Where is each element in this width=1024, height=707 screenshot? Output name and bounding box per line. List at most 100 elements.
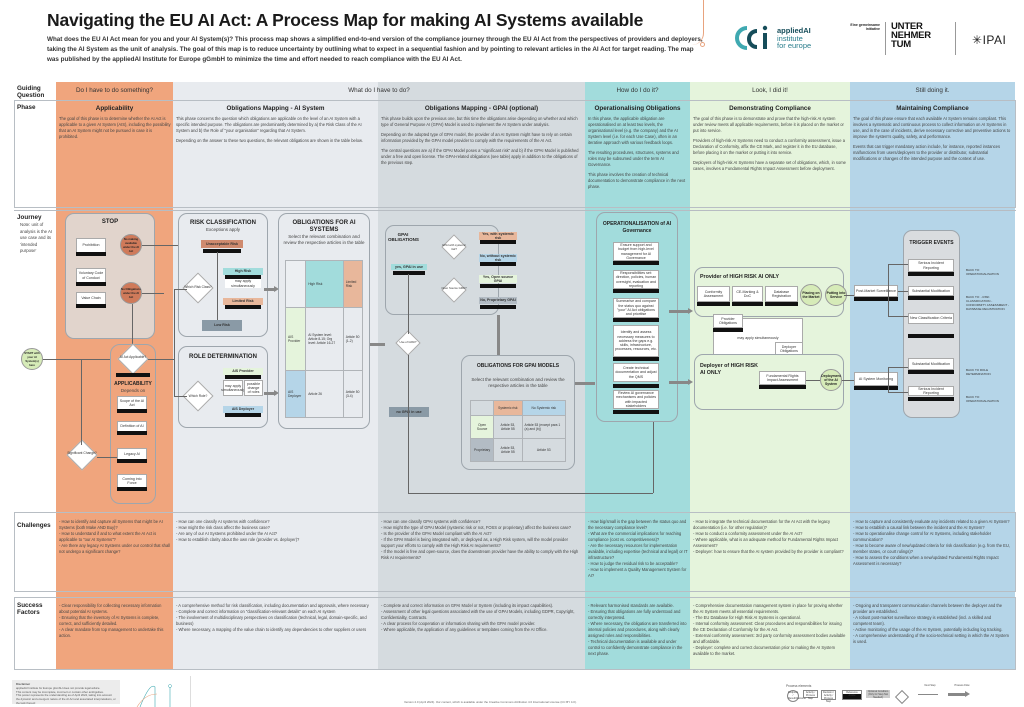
role-decision-label: Which Role?: [188, 394, 208, 398]
article-tag: [908, 272, 954, 276]
article-tag: [203, 249, 241, 253]
trigger-events-title: TRIGGER EVENTS: [909, 240, 954, 246]
deployment-node: Deployment of the AI System: [820, 369, 842, 391]
database-registration-box: Database Registration: [765, 286, 798, 302]
risk-class-decision-label: Which Risk Class?: [184, 285, 212, 289]
post-market-surveillance-box: Post-Market Surveillance: [854, 285, 898, 297]
provider-high-risk-title: Provider of HIGH RISK AI ONLY: [700, 274, 780, 280]
flow-line: [97, 457, 117, 458]
list-item: A clear mandate from top management to u…: [59, 627, 171, 639]
table-cell: Article 26: [305, 370, 344, 418]
conformity-assessment-box: Conformity Assessment: [697, 286, 730, 302]
table-row-header: Open Source: [469, 414, 495, 439]
article-tag: [117, 431, 147, 435]
list-item: How to establish a causal link between t…: [853, 525, 1011, 531]
legend-decision-activity: Decision / Activity / Process Step: [821, 690, 836, 703]
phase-title-obligations-gpai: Obligations Mapping - GPAI (optional): [424, 105, 539, 112]
article-tag: [225, 305, 261, 309]
article-tag: [480, 262, 516, 266]
list-item: If the model is free and open-source, do…: [381, 549, 581, 561]
fria-box: Fundamental Rights Impact Assessment: [759, 371, 806, 385]
article-tag: [908, 296, 954, 300]
list-item: How to establish clarity about the own r…: [176, 537, 374, 543]
list-item: Ongoing and transparent communication ch…: [853, 603, 1011, 615]
label-journey: Journey: [17, 214, 42, 221]
back-to-operationalisation-link[interactable]: BACK TO: OPERATIONALISATION: [966, 395, 999, 403]
flow-line: [888, 367, 908, 368]
list-item: Internal conformity assessment: Clear pr…: [693, 621, 847, 633]
success-applicability: Clear responsibility for collecting nece…: [59, 603, 171, 639]
phase-title-applicability: Applicability: [95, 105, 134, 112]
back-to-role-link[interactable]: BACK TO ROLE DETERMINATION: [966, 368, 991, 376]
gpai-systemic-label: GPAI with systemic risk?: [442, 243, 466, 251]
legend-process-flow-label: Process Flow: [954, 684, 970, 687]
risk-may-apply: may apply simultaneously: [225, 279, 261, 288]
flow-line: [132, 304, 133, 346]
gpai-yes-open: Yes, Open source GPAI: [479, 275, 517, 283]
article-tag: [613, 289, 659, 293]
success-demonstrating: Comprehensive documentation management s…: [693, 603, 847, 657]
flow-line: [217, 252, 218, 320]
article-tag: [908, 397, 954, 401]
article-tag: [759, 385, 806, 389]
article-tag: [854, 386, 898, 390]
question-operationalising: How do I do it?: [616, 87, 659, 94]
flow-line: [842, 380, 854, 381]
license-text: Version 2.0 (April 2024). Our content, w…: [404, 700, 577, 704]
back-to-operationalisation-link[interactable]: BACK TO: OPERATIONALISATION: [966, 268, 999, 276]
list-item: Assessment of other legal questions asso…: [381, 609, 581, 621]
flow-line: [174, 289, 187, 290]
oper-step: Summarise and compare the status quo aga…: [613, 298, 659, 318]
flow-line: [888, 316, 908, 317]
article-tag: [908, 334, 954, 338]
legend-endpoint: Endpoint / Result/Outcome: [787, 690, 806, 702]
article-tag: [225, 413, 261, 417]
list-item: Relevant harmonised standards are availa…: [588, 603, 688, 609]
label-guiding-question: Guiding Question: [17, 85, 45, 99]
flow-line: [898, 291, 908, 292]
legend-next-step-line: [918, 694, 938, 695]
list-item: How big/small is the gap between the sta…: [588, 519, 688, 531]
list-item: How to understand if and to what extent …: [59, 531, 171, 543]
phase-desc-obligations-gpai: This phase builds upon the previous one,…: [381, 116, 579, 165]
legend-optional: Optional Condition (Only for Step Not Ne…: [866, 690, 890, 699]
list-item: A comprehensive method for risk classifi…: [176, 603, 374, 609]
provider-obligations-box: Provider Obligations: [713, 314, 743, 328]
phase-desc-applicability: The goal of this phase is to determine w…: [59, 116, 171, 139]
question-maintaining: Still doing it.: [915, 87, 950, 94]
deployer-high-risk-title: Deployer of HIGH RISK AI ONLY: [700, 363, 758, 376]
footer-divider: [190, 676, 191, 707]
article-tag: [480, 284, 516, 288]
success-maintaining: Ongoing and transparent communication ch…: [853, 603, 1011, 645]
phase-title-obligations-ai: Obligations Mapping - AI System: [226, 105, 325, 112]
challenges-maintaining: How to capture and consistently evaluate…: [853, 519, 1011, 567]
list-item: How to assess the conditions when a new/…: [853, 555, 1011, 567]
operationalisation-title: OPERATIONALISATION of AI Governance: [602, 221, 672, 234]
gpai-no-proprietary: No, Proprietary GPAI: [479, 297, 517, 304]
list-item: Where necessary, a mapping of the value …: [176, 627, 374, 633]
list-item: How might the risk class affect the busi…: [176, 525, 374, 531]
process-flow-arrow: [497, 315, 500, 355]
table-header: High Risk: [305, 260, 344, 308]
flow-line: [408, 274, 409, 334]
table-row: AIS Provider AI System level: Article 8-…: [284, 306, 364, 372]
back-to-multiple-link[interactable]: BACK TO: - RISK CLASSIFICATION - CONFORM…: [966, 295, 1010, 311]
article-tag: [854, 297, 898, 301]
table-cell: Article 53: [521, 437, 567, 463]
article-tag: [613, 318, 659, 322]
intro-text: What does the EU AI Act mean for you and…: [47, 36, 703, 63]
journey-note: Note: unit of analysis is the AI use cas…: [20, 222, 53, 253]
list-item: How might the type of GPAI Model (system…: [381, 525, 581, 531]
table-cell: AI System level: Article 8-15; Org level…: [305, 306, 344, 372]
legend-title: Process elements: [786, 684, 812, 688]
list-item: Are there any legacy AI Systems under ou…: [59, 543, 171, 555]
list-item: How to conduct a conformity assessment u…: [693, 531, 847, 537]
process-flow-arrow: [575, 382, 595, 385]
risk-limited: Limited Risk: [223, 298, 263, 305]
article-tag: [613, 410, 659, 414]
flow-line: [43, 359, 125, 360]
table-row: Systemic risk No Systemic risk: [469, 400, 567, 416]
process-flow-arrow: [264, 392, 276, 395]
substantial-modification-box: Substantial Modification: [908, 286, 954, 296]
list-item: Where applicable, what is an adequate me…: [693, 537, 847, 549]
